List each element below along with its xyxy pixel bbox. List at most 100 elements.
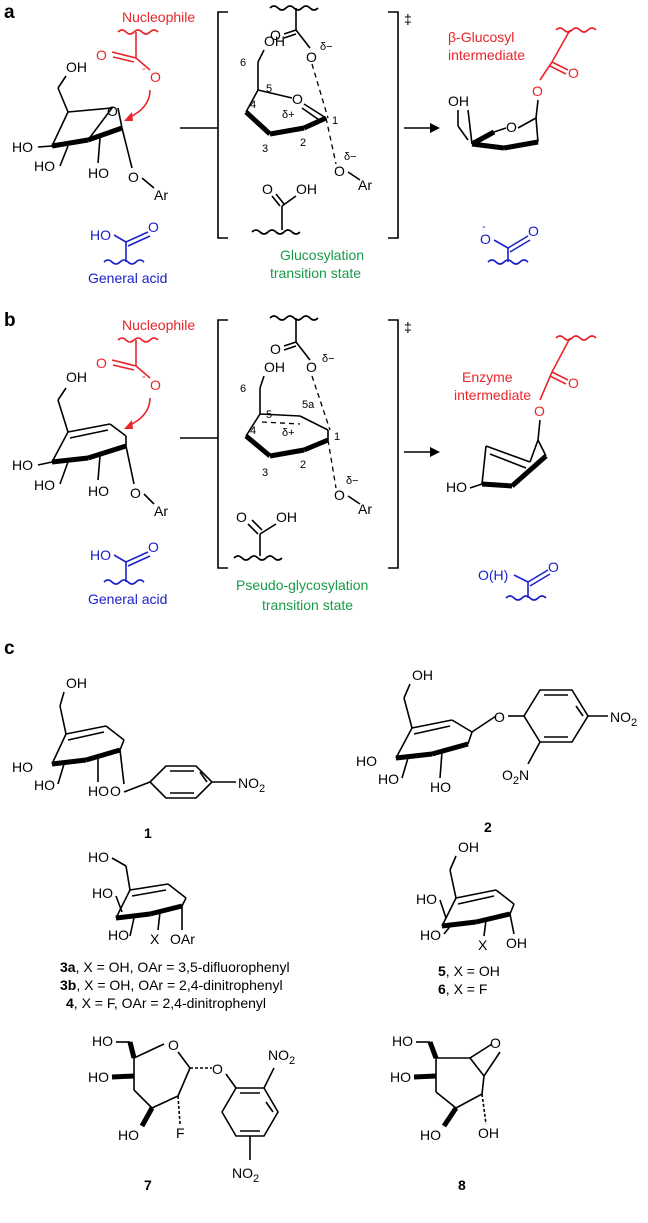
bond <box>469 483 483 489</box>
bond <box>539 61 553 81</box>
a-acid-wavy <box>103 259 145 265</box>
bold-bond <box>269 125 305 137</box>
bond <box>251 519 263 531</box>
bold-bond <box>269 447 305 459</box>
b-sub-ar: Ar <box>154 503 168 519</box>
b-ts-num1: 1 <box>334 431 340 443</box>
bond <box>97 137 101 164</box>
a-nucleophile-label: Nucleophile <box>122 9 195 25</box>
b-ts-dash-bottom <box>327 439 337 489</box>
c7-ho2: HO <box>118 1127 139 1143</box>
a-sub-ho3: HO <box>88 165 109 181</box>
bond <box>57 399 69 433</box>
caption-4: 4, X = F, OAr = 2,4-dinitrophenyl <box>66 995 266 1011</box>
bond <box>113 234 127 243</box>
c1-no2: NO2 <box>238 775 265 795</box>
bond <box>347 495 361 505</box>
a-ts-num1: 1 <box>332 115 338 127</box>
bond <box>57 75 67 89</box>
a-ts-num3: 3 <box>262 143 268 155</box>
bond <box>513 574 529 583</box>
a-prod-o: O <box>532 83 543 99</box>
b-ts-wavy-top <box>269 315 319 321</box>
b-acid-o: O <box>148 539 159 555</box>
a-nuc-minus: - <box>142 63 146 75</box>
c7-f: F <box>176 1125 185 1141</box>
bond <box>281 195 297 207</box>
bold-bond <box>244 434 272 458</box>
b-arrow-out-head <box>430 447 440 457</box>
bond <box>283 33 297 39</box>
a-ts-num2: 2 <box>300 137 306 149</box>
bond <box>141 177 155 189</box>
bond <box>489 453 527 469</box>
bond <box>259 413 301 417</box>
a-acid-o: O <box>148 219 159 235</box>
c1-ho2: HO <box>34 777 55 793</box>
b-nucleophile-label: Nucleophile <box>122 317 195 333</box>
b-ts-dash-top <box>311 375 331 431</box>
caption-4-num: 4 <box>66 995 74 1011</box>
a-nuc-co <box>111 51 137 59</box>
c7-no2-top: NO2 <box>268 1047 295 1067</box>
b-acid-ho: HO <box>90 547 111 563</box>
caption-3a-num: 3a <box>60 959 76 975</box>
bond <box>37 461 53 466</box>
b-base-wavy <box>505 595 547 601</box>
caption-5: 5, X = OH <box>438 963 500 979</box>
bond <box>67 423 111 433</box>
bond <box>59 145 69 167</box>
bold-bond <box>51 455 89 465</box>
bond <box>537 419 541 441</box>
c2-o2n-n: N <box>519 767 529 783</box>
c7-ring-o: O <box>168 1037 179 1053</box>
b-ts-oh: OH <box>264 359 285 375</box>
c1-sub2: 2 <box>259 783 265 795</box>
bond <box>271 195 281 207</box>
a-ts-delta-plus: δ+ <box>282 109 295 121</box>
bond <box>551 337 571 373</box>
c8-ho-top: HO <box>392 1033 413 1049</box>
a-ts-o-top: O <box>306 49 317 65</box>
a-product-2: intermediate <box>448 47 525 63</box>
bond <box>535 99 539 119</box>
bond <box>529 573 551 587</box>
a-base-o: O <box>480 231 491 247</box>
b-nuc-minus: - <box>142 371 146 383</box>
label-compound-2: 2 <box>484 819 492 835</box>
b-ts-num6: 6 <box>240 383 246 395</box>
a-sub-ring-o: O <box>107 103 118 119</box>
b-double-dagger: ‡ <box>404 319 412 335</box>
a-prod-co-o: O <box>568 65 579 81</box>
bold-bond <box>87 443 127 461</box>
b-ts-num4: 4 <box>250 425 256 437</box>
b-product-2: intermediate <box>454 387 531 403</box>
bond <box>457 125 469 141</box>
c2-no2: NO2 <box>610 709 637 729</box>
c2-ho2: HO <box>378 771 399 787</box>
caption-4-text: , X = F, OAr = 2,4-dinitrophenyl <box>74 995 266 1011</box>
bond <box>535 117 539 143</box>
c7-sub-bottom: 2 <box>253 1173 259 1185</box>
a-ts-co-o: O <box>270 27 281 43</box>
bond <box>127 235 151 247</box>
caption-3a: 3a, X = OH, OAr = 3,5-difluorophenyl <box>60 959 290 975</box>
bond <box>143 493 155 505</box>
c7-ho1: HO <box>88 1069 109 1085</box>
bond <box>125 231 149 243</box>
bond <box>51 431 69 463</box>
c1-ho3: HO <box>88 783 109 799</box>
b-prod-o: O <box>534 403 545 419</box>
b-arrow-head <box>124 420 133 429</box>
a-sub-ar: Ar <box>154 187 168 203</box>
a-ts-wavy-top <box>269 5 319 11</box>
c5-oh2: OH <box>506 935 527 951</box>
caption-3b-text: , X = OH, OAr = 2,4-dinitrophenyl <box>76 977 282 993</box>
bond <box>275 193 285 205</box>
b-ts-acid-oh: OH <box>276 509 297 525</box>
compound-8: HO O HO HO OH <box>390 1033 501 1143</box>
bond <box>481 445 487 485</box>
bond <box>299 415 329 431</box>
panel-label-a: a <box>4 2 15 23</box>
c3-ho2: HO <box>108 927 129 943</box>
